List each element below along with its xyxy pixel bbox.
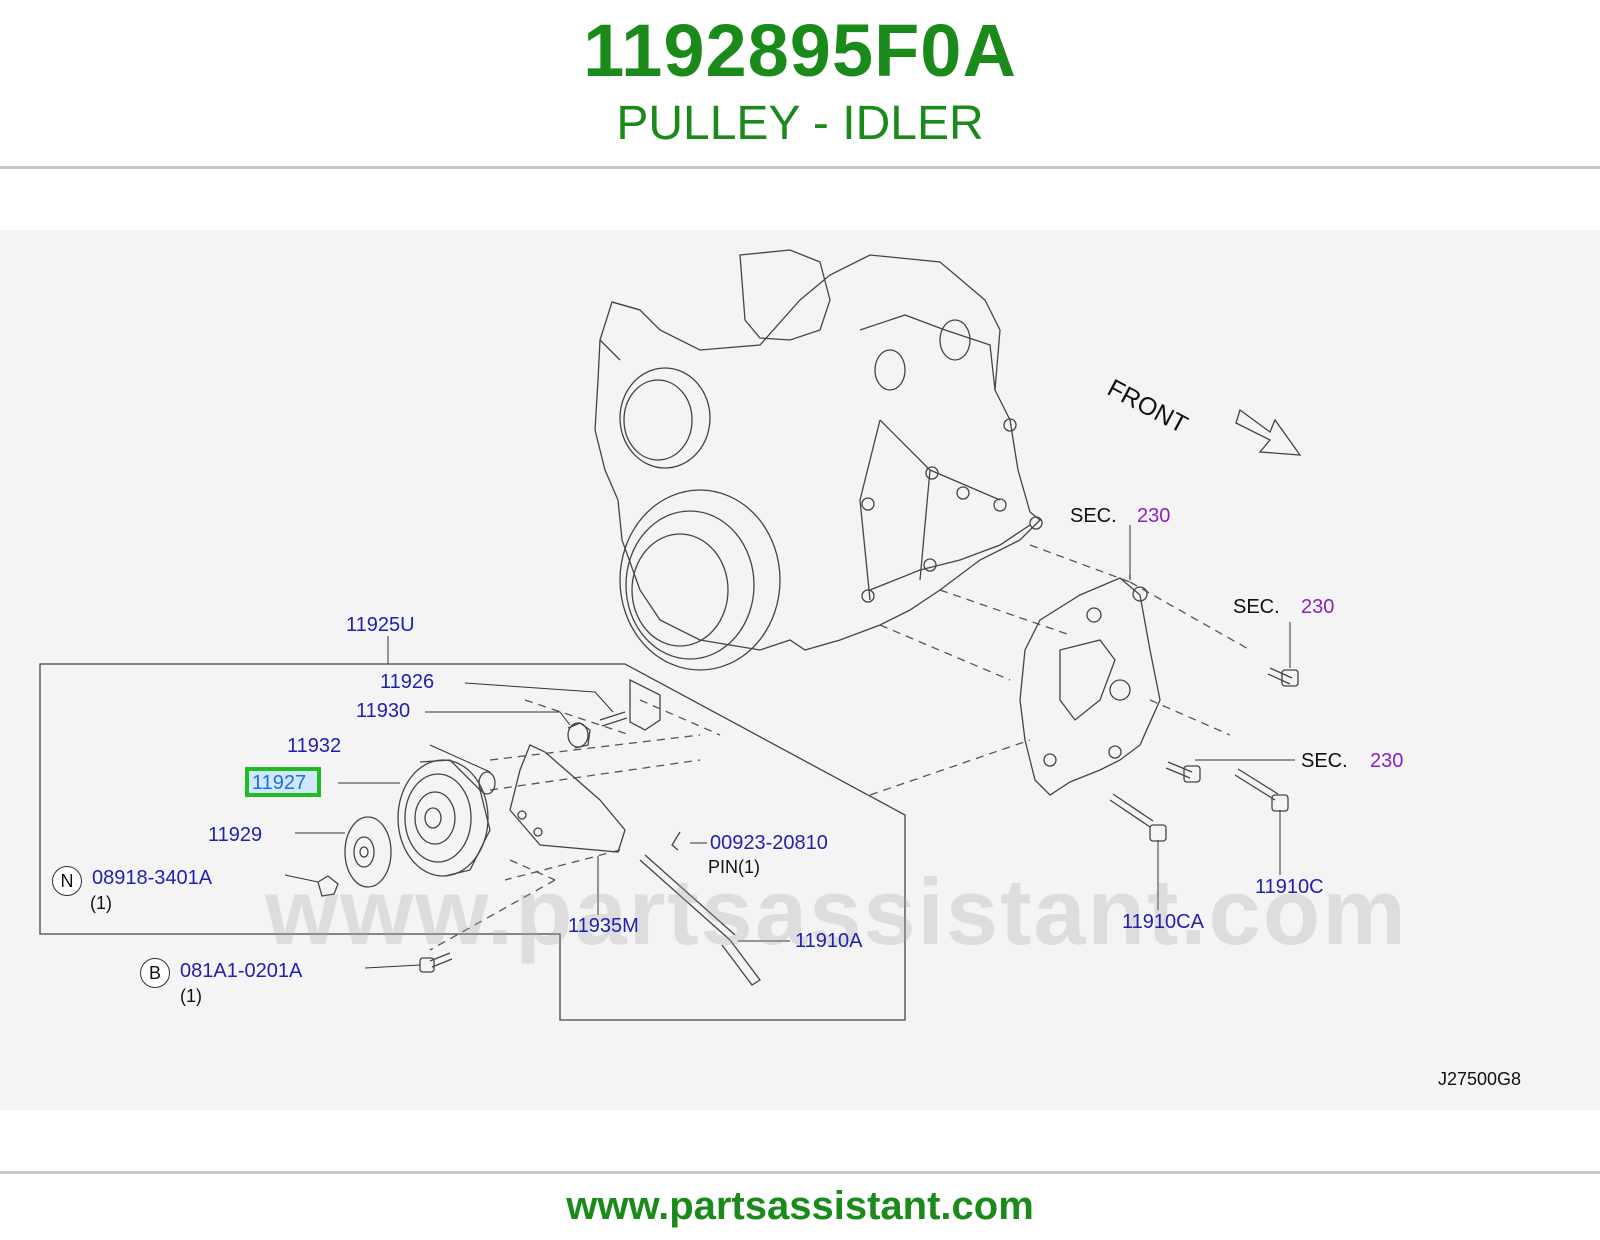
parts-diagram: www.partsassistant.com bbox=[0, 230, 1600, 1110]
header-divider bbox=[0, 166, 1600, 169]
sec-label-3-prefix: SEC. bbox=[1301, 750, 1348, 772]
part-name-subtitle: PULLEY - IDLER bbox=[616, 97, 984, 150]
callout-11935M[interactable]: 11935M bbox=[568, 915, 639, 937]
sec-label-1-number[interactable]: 230 bbox=[1137, 505, 1171, 527]
callout-08918-3401A[interactable]: 08918-3401A bbox=[92, 867, 213, 889]
highlighted-part-box[interactable] bbox=[245, 767, 321, 797]
engine-block-drawing bbox=[594, 249, 1043, 671]
callout-11910C[interactable]: 11910C bbox=[1255, 876, 1324, 898]
callout-leader-lines bbox=[284, 525, 1295, 969]
callout-pin-qty: PIN(1) bbox=[708, 857, 761, 877]
front-arrow-icon bbox=[1235, 408, 1302, 456]
sec-label-3-number[interactable]: 230 bbox=[1370, 750, 1404, 772]
bolt-drawings bbox=[419, 667, 1299, 986]
callout-11930[interactable]: 11930 bbox=[356, 700, 411, 722]
callout-081A1-qty: (1) bbox=[180, 986, 202, 1006]
sec-label-2-number[interactable]: 230 bbox=[1301, 596, 1335, 618]
n-symbol-icon: N bbox=[52, 866, 82, 896]
assembly-frame bbox=[39, 663, 906, 1021]
page-header: 1192895F0A PULLEY - IDLER bbox=[0, 0, 1600, 166]
callout-08918-qty: (1) bbox=[90, 893, 112, 913]
footer-divider bbox=[0, 1171, 1600, 1174]
callout-11925U[interactable]: 11925U bbox=[346, 614, 415, 636]
callout-00923-20810[interactable]: 00923-20810 bbox=[710, 832, 828, 854]
callout-11927[interactable]: 11927 bbox=[252, 772, 307, 794]
callout-11910CA[interactable]: 11910CA bbox=[1122, 911, 1204, 933]
callout-11926[interactable]: 11926 bbox=[380, 671, 435, 693]
callout-081A1-0201A[interactable]: 081A1-0201A bbox=[180, 960, 303, 982]
sec-label-1-prefix: SEC. bbox=[1070, 505, 1117, 527]
diagram-code: J27500G8 bbox=[1438, 1069, 1522, 1089]
mounting-bracket-drawing bbox=[1019, 575, 1161, 796]
callout-11932[interactable]: 11932 bbox=[287, 735, 342, 757]
exploded-view-drawing bbox=[39, 249, 1302, 1021]
footer-site-link[interactable]: www.partsassistant.com bbox=[566, 1184, 1034, 1228]
b-symbol-icon: B bbox=[140, 958, 170, 988]
sec-label-2-prefix: SEC. bbox=[1233, 596, 1280, 618]
watermark-text: www.partsassistant.com bbox=[265, 859, 1408, 964]
part-number-title: 1192895F0A bbox=[583, 9, 1017, 92]
callout-11929[interactable]: 11929 bbox=[208, 824, 263, 846]
callout-11910A[interactable]: 11910A bbox=[795, 930, 863, 952]
idler-pulley-drawing bbox=[317, 722, 681, 897]
